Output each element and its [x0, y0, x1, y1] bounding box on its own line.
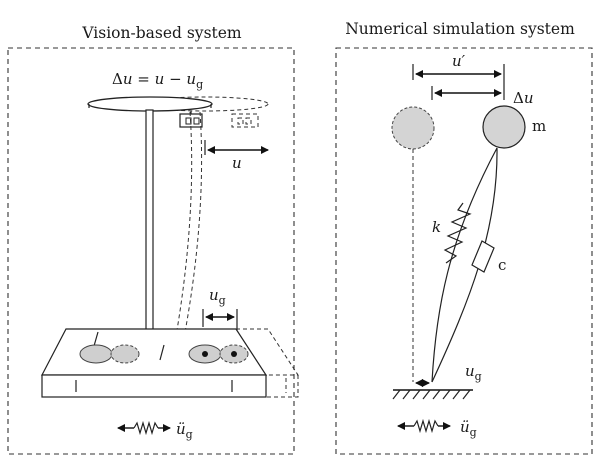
- mass-label: m: [532, 117, 546, 135]
- vision-based-panel: Vision-based system Δu = u − ug: [7, 24, 299, 455]
- ground-acceleration-right: [397, 418, 451, 434]
- ug-label-right: ug: [465, 362, 482, 383]
- deformed-stem-left: [431, 147, 498, 383]
- u-label: u: [232, 154, 242, 172]
- top-plate: [87, 96, 213, 112]
- accel-label-left: üg: [176, 420, 193, 441]
- marker-ellipse-deformed: [110, 344, 140, 364]
- delta-u-equation: Δu = u − ug: [112, 70, 203, 91]
- deformed-column-right: [179, 111, 203, 359]
- left-panel-title: Vision-based system: [81, 24, 242, 42]
- ug-label-left: ug: [209, 286, 226, 307]
- column: [145, 109, 154, 359]
- mass-original: [391, 106, 435, 150]
- camera-box: [179, 111, 203, 128]
- mass-displaced: [482, 105, 526, 149]
- right-panel-border: [335, 47, 593, 455]
- numerical-simulation-panel: Numerical simulation system u′ Δu m k c: [335, 20, 593, 455]
- ground-acceleration-left: [117, 420, 171, 436]
- shaking-table: [41, 328, 268, 398]
- damper: [471, 240, 495, 273]
- deformed-column-left: [171, 111, 193, 359]
- spring: [443, 202, 472, 264]
- spring-label: k: [432, 218, 441, 236]
- accel-label-right: üg: [460, 418, 477, 439]
- left-panel-border: [7, 47, 295, 455]
- marker-ellipse: [79, 344, 113, 364]
- u-prime-label: u′: [452, 52, 466, 70]
- damper-label: c: [498, 256, 506, 274]
- right-panel-title: Numerical simulation system: [345, 20, 575, 38]
- delta-u-label: Δu: [513, 89, 534, 107]
- deformed-camera-box: [231, 113, 259, 128]
- ground-hatch: [392, 389, 471, 400]
- deformed-shaking-table: [236, 328, 299, 398]
